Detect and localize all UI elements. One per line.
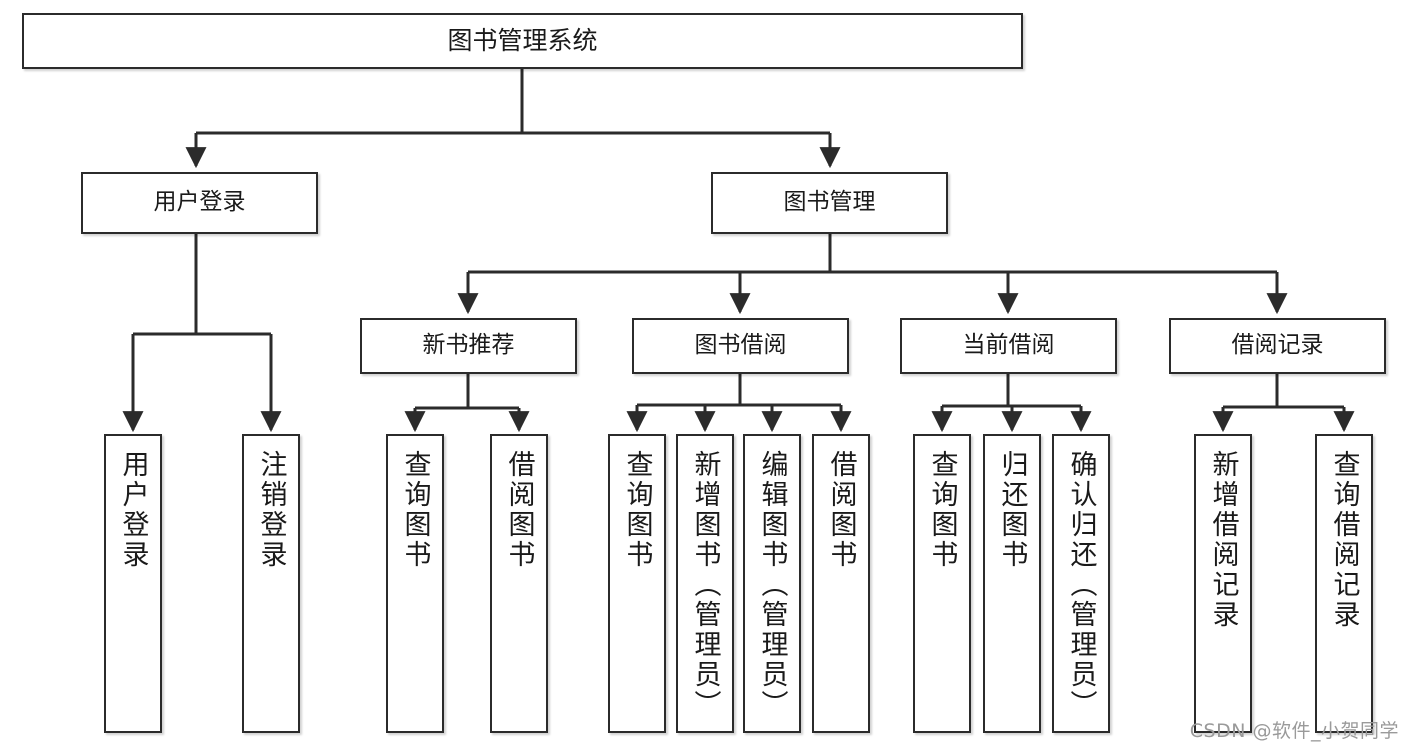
node-leaf-return-book-label: 归还图书 [996, 450, 1028, 570]
node-leaf-add-record-label: 新增借阅记录 [1207, 450, 1239, 630]
node-leaf-query-book-1-label: 查询图书 [399, 450, 431, 570]
node-leaf-user-login-label: 用户登录 [117, 450, 149, 570]
node-leaf-query-record-label: 查询借阅记录 [1328, 450, 1360, 630]
node-root-label: 图书管理系统 [447, 26, 598, 56]
node-leaf-edit-book[interactable]: 编辑图书（管理员） [743, 434, 801, 733]
node-root[interactable]: 图书管理系统 [22, 13, 1023, 69]
node-book-manage[interactable]: 图书管理 [711, 172, 948, 234]
node-book-manage-label: 图书管理 [783, 189, 876, 216]
node-current-borrow-label: 当前借阅 [962, 332, 1055, 359]
node-leaf-query-record[interactable]: 查询借阅记录 [1315, 434, 1373, 733]
node-current-borrow[interactable]: 当前借阅 [900, 318, 1117, 374]
node-leaf-add-record[interactable]: 新增借阅记录 [1194, 434, 1252, 733]
node-leaf-logout-login[interactable]: 注销登录 [242, 434, 300, 733]
node-leaf-query-book-2[interactable]: 查询图书 [608, 434, 666, 733]
node-leaf-query-book-2-label: 查询图书 [621, 450, 653, 570]
node-leaf-borrow-book-2[interactable]: 借阅图书 [812, 434, 870, 733]
node-leaf-add-book[interactable]: 新增图书（管理员） [676, 434, 734, 733]
node-user-login[interactable]: 用户登录 [81, 172, 318, 234]
node-leaf-return-book[interactable]: 归还图书 [983, 434, 1041, 733]
node-leaf-add-book-label: 新增图书（管理员） [689, 450, 721, 720]
node-leaf-query-book-3-label: 查询图书 [926, 450, 958, 570]
node-leaf-borrow-book-2-label: 借阅图书 [825, 450, 857, 570]
node-borrow-record[interactable]: 借阅记录 [1169, 318, 1386, 374]
watermark-text: CSDN @软件_小贺同学 [1189, 720, 1399, 742]
node-user-login-label: 用户登录 [153, 189, 246, 216]
node-leaf-confirm-return[interactable]: 确认归还（管理员） [1052, 434, 1110, 733]
node-new-book-rec[interactable]: 新书推荐 [360, 318, 577, 374]
node-leaf-user-login[interactable]: 用户登录 [104, 434, 162, 733]
node-leaf-logout-login-label: 注销登录 [255, 450, 287, 570]
node-leaf-edit-book-label: 编辑图书（管理员） [756, 450, 788, 720]
node-new-book-rec-label: 新书推荐 [422, 332, 515, 359]
node-leaf-borrow-book-1[interactable]: 借阅图书 [490, 434, 548, 733]
node-leaf-query-book-1[interactable]: 查询图书 [386, 434, 444, 733]
node-borrow-record-label: 借阅记录 [1231, 332, 1324, 359]
node-leaf-confirm-return-label: 确认归还（管理员） [1065, 450, 1097, 720]
node-book-borrow-label: 图书借阅 [694, 332, 787, 359]
node-leaf-query-book-3[interactable]: 查询图书 [913, 434, 971, 733]
node-book-borrow[interactable]: 图书借阅 [632, 318, 849, 374]
node-leaf-borrow-book-1-label: 借阅图书 [503, 450, 535, 570]
